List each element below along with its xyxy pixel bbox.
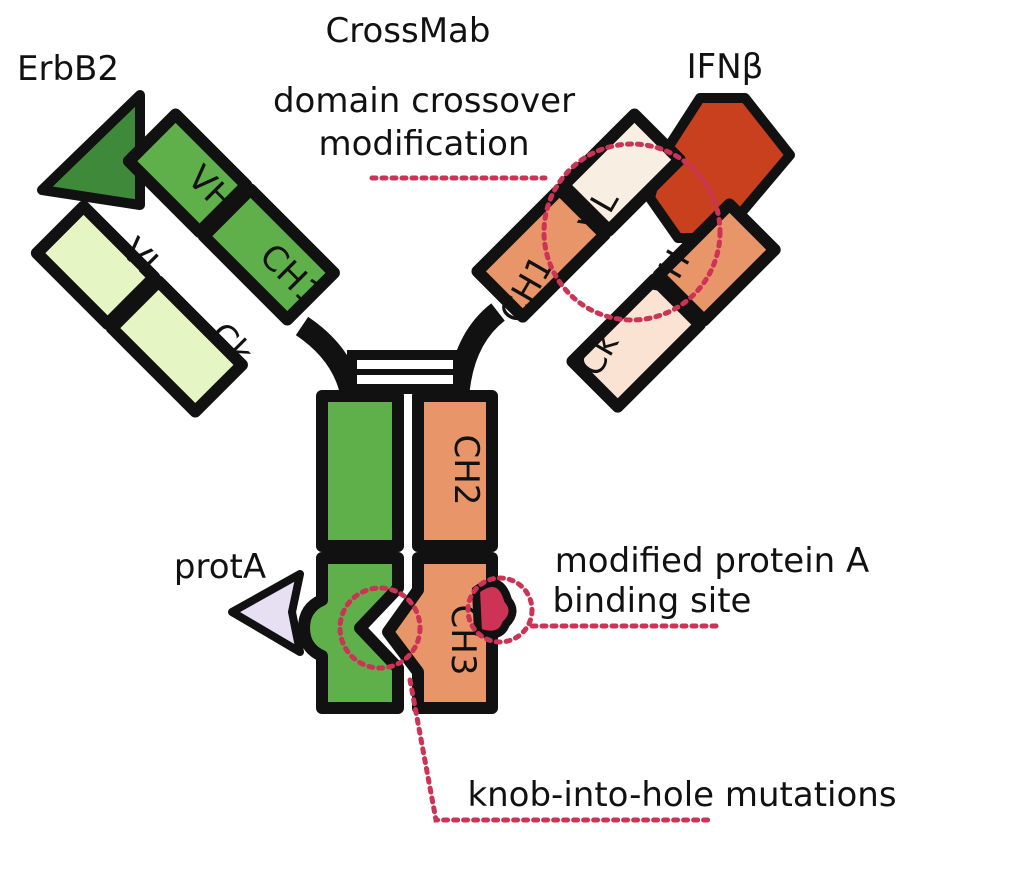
- crossover-circle: [541, 141, 723, 323]
- label-ifnb: IFNβ: [687, 47, 764, 87]
- modified-binding-site: [471, 578, 517, 639]
- erbb2-antigen: [37, 90, 145, 210]
- left-ch3-domain: [298, 552, 404, 714]
- binding-site-circle: [465, 575, 535, 645]
- label-erbb2: ErbB2: [17, 49, 119, 89]
- right-ch2-domain: [412, 390, 498, 552]
- label-crossover-line1: domain crossover: [273, 81, 575, 121]
- hinge: [295, 303, 506, 401]
- left-ch2-domain: [316, 390, 404, 552]
- prota-shape: [228, 570, 304, 656]
- callouts: [337, 141, 725, 823]
- left-ck-domain: [105, 275, 248, 418]
- right-ch1-domain: [471, 183, 611, 323]
- title-crossmab: CrossMab: [326, 11, 491, 51]
- knob-circle: [337, 585, 423, 671]
- left-ch1-domain: [197, 183, 340, 326]
- left-arm: VH CH1 VL Ck: [30, 90, 340, 418]
- label-prota: protA: [174, 547, 266, 587]
- label-knob: knob-into-hole mutations: [467, 775, 896, 815]
- label-crossover-line2: modification: [318, 124, 529, 164]
- ch3-label: CH3: [443, 605, 483, 676]
- fc-region: CH2 CH3: [228, 390, 517, 714]
- label-modified-line2: binding site: [553, 581, 752, 621]
- ch2-label: CH2: [446, 435, 486, 506]
- label-modified-line1: modified protein A: [555, 541, 870, 581]
